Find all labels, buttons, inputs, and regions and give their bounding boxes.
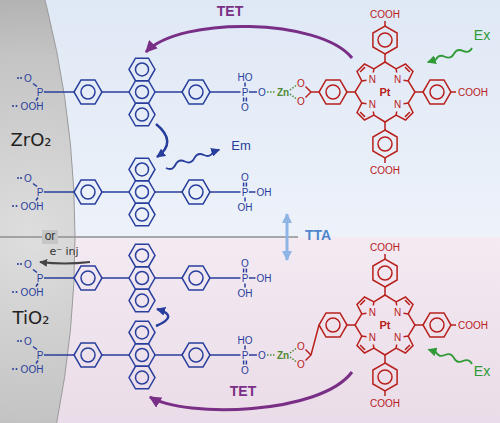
dpa-molecule	[12, 321, 241, 389]
figure-label: Pt	[380, 319, 391, 331]
figure-label: TET	[230, 384, 256, 399]
figure-label: P	[242, 187, 249, 198]
figure-label: O	[297, 341, 305, 352]
figure-label: OH	[257, 273, 272, 284]
tet-arrow	[150, 372, 352, 410]
excitation-wave	[428, 48, 472, 62]
figure-label: P	[242, 350, 249, 361]
figure-label: Zn	[277, 350, 289, 361]
triplet-hop-arrow	[156, 124, 167, 157]
figure-label: O	[241, 102, 249, 113]
figure-label: O	[24, 73, 32, 84]
figure-label: e⁻ inj	[49, 246, 78, 258]
figure-label: O	[297, 96, 305, 107]
top-background	[0, 0, 500, 237]
tta-arrow	[286, 214, 289, 260]
injection-arrow	[40, 262, 90, 264]
excitation-wave	[428, 350, 472, 365]
figure-label: OH	[238, 288, 253, 299]
tet-arrow	[146, 26, 352, 58]
figure-label: O	[24, 336, 32, 347]
figure-label: N	[369, 99, 376, 110]
figure-label: OH	[257, 187, 272, 198]
figure-label: COOH	[458, 320, 488, 331]
figure-label: TTA	[305, 228, 331, 243]
dpa-molecule	[12, 244, 241, 312]
figure-label: COOH	[458, 87, 488, 98]
figure-label: P	[242, 273, 249, 284]
figure-label: O	[24, 259, 32, 270]
figure-label: P	[37, 87, 44, 98]
porphyrin-molecule	[319, 254, 456, 396]
figure-label: N	[394, 99, 401, 110]
figure-label: OH	[238, 202, 253, 213]
figure-label: O	[24, 173, 32, 184]
oxide-particle	[0, 0, 75, 423]
figure-label: O	[241, 258, 249, 269]
bond	[311, 91, 319, 93]
figure-label: TET	[217, 4, 243, 19]
figure-label: Ex	[474, 364, 490, 379]
figure-label: Zn	[277, 87, 289, 98]
figure-label: COOH	[370, 398, 400, 409]
figure-label: P	[37, 273, 44, 284]
figure-label: P	[37, 350, 44, 361]
bond	[311, 325, 319, 355]
figure-label: COOH	[370, 9, 400, 20]
figure-label: O	[258, 350, 266, 361]
figure-label: HO	[238, 335, 253, 346]
figure-label: P	[242, 87, 249, 98]
figure-label: Pt	[380, 86, 391, 98]
figure-label: P	[37, 187, 44, 198]
support-region: TiO₂	[10, 306, 53, 330]
figure-label: O	[297, 78, 305, 89]
figure-label: O	[241, 172, 249, 183]
porphyrin-molecule	[319, 21, 456, 163]
figure-label: O	[241, 365, 249, 376]
figure-label: N	[394, 332, 401, 343]
figure-label: N	[369, 307, 376, 318]
support-region: ZrO₂	[7, 128, 54, 152]
figure-label: O	[258, 87, 266, 98]
figure-label: or	[42, 230, 59, 243]
figure-label: Ex	[474, 28, 490, 43]
figure-label: COOH	[370, 242, 400, 253]
dpa-molecule	[12, 158, 241, 226]
figure-label: HO	[238, 72, 253, 83]
emission-wave	[166, 150, 219, 169]
triplet-hop-arrow	[156, 309, 168, 326]
figure-label: N	[394, 307, 401, 318]
figure-label: Em	[231, 139, 251, 153]
figure-label: OOH	[21, 101, 44, 112]
figure-label: COOH	[370, 165, 400, 176]
figure-label: O	[297, 359, 305, 370]
support-name: TiO₂	[13, 308, 50, 328]
figure-label: N	[394, 74, 401, 85]
support-name: ZrO₂	[10, 130, 51, 150]
figure-label: OOH	[21, 287, 44, 298]
figure-label: N	[369, 74, 376, 85]
figure-label: N	[369, 332, 376, 343]
dpa-molecule	[12, 58, 241, 126]
figure-label: OOH	[21, 201, 44, 212]
figure-label: OOH	[21, 364, 44, 375]
